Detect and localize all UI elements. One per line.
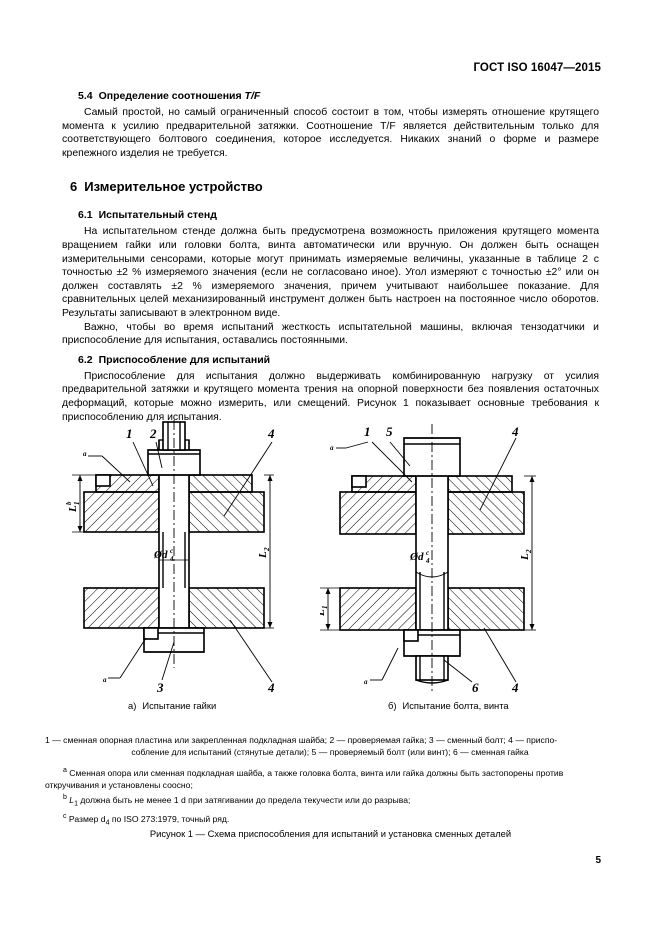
paragraph-6-1-a: На испытательном стенде должна быть пред… (62, 226, 599, 319)
figure-caption-b-text: Испытание болта, винта (402, 700, 509, 711)
figure-1-legend-line-2: собление для испытаний (стянутые детали)… (131, 746, 529, 757)
footnote-b-marker: b (63, 793, 67, 801)
heading-6-1: 6.1 Испытательный стенд (62, 209, 599, 221)
figure-1-title: Рисунок 1 — Схема приспособления для исп… (149, 828, 512, 839)
dim-label-diameter-sup-a: c (170, 547, 173, 555)
callout-2-a: 2 (149, 426, 157, 441)
dim-label-L1-a: L (67, 505, 79, 513)
heading-6-2: 6.2 Приспособление для испытаний (62, 354, 599, 366)
footnote-b-text: должна быть не менее 1 d при затягивании… (77, 794, 411, 805)
paragraph-6-2-a: Приспособление для испытания должно выде… (62, 370, 599, 423)
footnote-mark-a-lower: a (103, 676, 107, 684)
figure-1-legend-line-1: 1 — сменная опорная пластина или закрепл… (45, 735, 558, 745)
footnote-a-marker: a (63, 767, 67, 774)
dim-label-L1-sup-a: b (65, 501, 73, 505)
heading-5-4-title: Определение соотношения T/F (98, 90, 261, 102)
callout-4-upper-a: 4 (267, 426, 275, 441)
figure-caption-b-label: б) (388, 700, 397, 711)
heading-6: 6 Измерительное устройство (62, 179, 599, 194)
dim-label-L2-b: L (519, 553, 531, 561)
footnote-mark-b-upper: a (330, 444, 334, 452)
figure-caption-a-label: а) (128, 700, 137, 711)
callout-4-lower-b: 4 (511, 680, 519, 695)
footnote-mark-b-lower: a (364, 678, 368, 686)
callout-4-upper-b: 4 (511, 424, 519, 439)
callout-3-a: 3 (156, 680, 164, 695)
heading-6-1-number: 6.1 (78, 209, 93, 222)
page-header-standard-title: ГОСТ ISO 16047—2015 (473, 62, 601, 74)
callout-6-b: 6 (472, 680, 479, 695)
footnote-c-text: по ISO 273:1979, точный ряд. (109, 813, 230, 824)
heading-5-4: 5.4 Определение соотношения T/F (62, 90, 599, 102)
heading-6-number: 6 (70, 179, 78, 195)
footnote-b: b L1 должна быть не менее 1 d при затяги… (45, 792, 615, 811)
callout-1-b: 1 (364, 424, 371, 439)
footnote-a-text: Сменная опора или сменная подкладная шай… (45, 767, 564, 791)
dim-label-L1-sup-b: b (320, 605, 321, 609)
footnote-c-marker: c (63, 812, 67, 820)
figure-1-legend: 1 — сменная опорная пластина или закрепл… (45, 735, 615, 758)
dim-label-diameter-sub-b: 4 (425, 557, 430, 565)
dim-label-diameter-sub-a: 4 (169, 555, 174, 563)
dim-label-L2-sub-a: 2 (263, 547, 271, 552)
figure-1-subcaptions: а) Испытание гайки б) Испытание болта, вин… (0, 700, 661, 720)
document-body: 5.4 Определение соотношения T/F Самый про… (62, 90, 599, 424)
callout-5-b: 5 (386, 424, 393, 439)
paragraph-5-4: Самый простой, но самый ограниченный спо… (62, 107, 599, 159)
page-number: 5 (595, 855, 601, 866)
footnote-b-symbol: L (66, 794, 75, 805)
footnote-a: a Сменная опора или сменная подкладная ш… (45, 765, 615, 792)
footnote-mark-a-upper: a (83, 450, 87, 458)
figure-caption-b: б) Испытание болта, винта (388, 700, 509, 711)
figure-1: 1 2 4 3 4 a a L 1 b L 2 Ød (0, 420, 661, 720)
callout-4-lower-a: 4 (267, 680, 275, 695)
figure-caption-a: а) Испытание гайки (128, 700, 216, 711)
callout-1-a: 1 (126, 426, 133, 441)
figure-1-drawings: 1 2 4 3 4 a a L 1 b L 2 Ød (0, 420, 661, 700)
dim-label-L1-b: L (320, 609, 327, 617)
dim-label-diameter-sup-b: c (426, 549, 429, 557)
footnote-c-sub: 4 (105, 819, 110, 827)
dim-label-L2-a: L (257, 551, 269, 559)
dim-label-diameter-a: Ød (153, 549, 168, 561)
footnote-b-symbol-sub: 1 (74, 800, 78, 808)
figure-1-footnotes: a Сменная опора или сменная подкладная ш… (45, 765, 615, 830)
figure-caption-a-text: Испытание гайки (142, 700, 217, 711)
footnote-c-pre: Размер d (66, 813, 106, 824)
heading-6-1-title: Испытательный стенд (98, 209, 217, 222)
dim-label-L1-sub-b: 1 (321, 606, 329, 610)
footnote-c: c Размер d4 по ISO 273:1979, точный ряд. (45, 811, 615, 830)
dim-label-L1-sub-a: 1 (73, 502, 81, 506)
heading-6-2-number: 6.2 (78, 353, 93, 366)
diagram-nut-test: 1 2 4 3 4 a a L 1 b L 2 Ød (65, 420, 275, 695)
dim-label-L2-sub-b: 2 (525, 549, 533, 554)
heading-5-4-number: 5.4 (78, 90, 93, 102)
diagram-bolt-test: 1 5 4 6 4 a a L 1 b L 2 Ød 4 (320, 424, 536, 695)
heading-6-2-title: Приспособление для испытаний (98, 353, 271, 366)
paragraph-6-1-b: Важно, чтобы во время испытаний жесткост… (62, 321, 599, 347)
heading-6-title: Измерительное устройство (84, 179, 263, 195)
dim-label-diameter-b: Ød (409, 551, 424, 563)
